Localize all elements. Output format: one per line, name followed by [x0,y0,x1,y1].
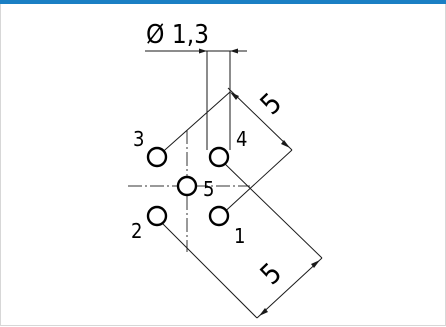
lower-pitch-label: 5 [254,256,288,291]
pin-3-number: 3 [133,127,144,151]
pin-2 [146,205,168,227]
lower-dimension-arrow-b [311,260,320,268]
upper-dimension-arrow-b [281,140,290,148]
lower-extension-line-a [160,221,258,319]
upper-dimension-line [227,87,293,151]
upper-dimension-arrow-a [230,92,239,100]
pin-1-number: 1 [234,224,245,248]
lower-dimension-arrow-a [259,308,268,316]
diameter-label: Ø 1,3 [146,20,209,50]
upper-extension-line-b [218,149,293,218]
header-accent-bar [0,0,446,4]
upper-pitch-label: 5 [254,86,288,121]
diameter-arrow-left [199,48,207,54]
pin-5 [176,175,198,197]
lower-extension-line-b [221,160,323,259]
upper-extension-line-a [156,91,231,158]
pin-2-number: 2 [131,219,142,243]
pin-5-number: 5 [203,177,214,201]
lower-dimension-line [256,257,323,319]
pin-1 [208,205,230,227]
diameter-arrow-right [230,48,238,54]
pin-3 [146,146,168,168]
pin-4-number: 4 [236,127,247,151]
pin-4 [208,146,230,168]
